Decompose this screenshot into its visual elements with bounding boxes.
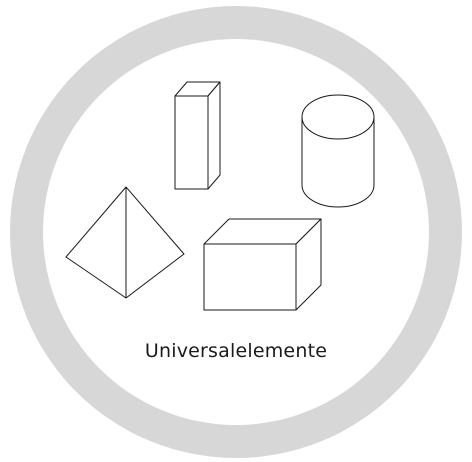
cube-icon (203, 218, 322, 311)
prism-icon (174, 81, 221, 190)
pyramid-icon (65, 186, 185, 299)
cylinder-icon (301, 94, 375, 208)
app-label: Universalelemente (144, 340, 328, 362)
